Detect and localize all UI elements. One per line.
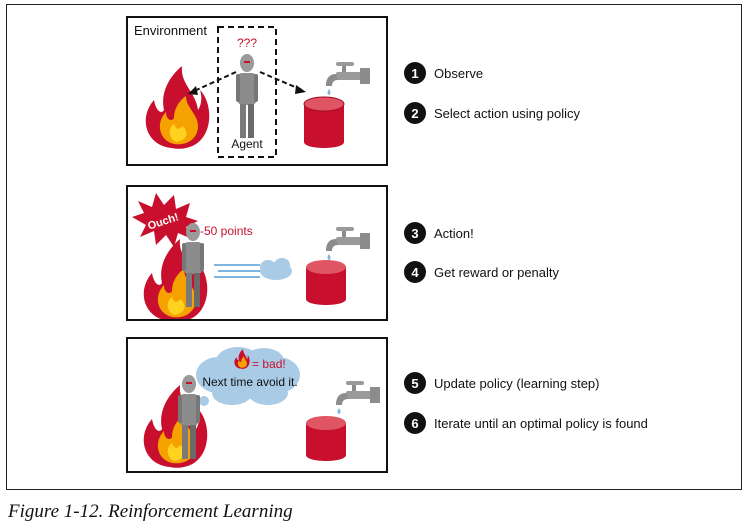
fire-icon bbox=[145, 66, 210, 149]
points-label: -50 points bbox=[200, 224, 253, 238]
panel-update-scene: = bad! Next time avoid it. bbox=[143, 347, 380, 468]
step-reward: 4 Get reward or penalty bbox=[404, 261, 559, 283]
figure-caption: Figure 1-12. Reinforcement Learning bbox=[8, 501, 293, 522]
agent-figure bbox=[182, 223, 204, 307]
agent-figure bbox=[178, 375, 200, 459]
faucet-icon bbox=[326, 227, 370, 260]
step-update-policy: 5 Update policy (learning step) bbox=[404, 372, 599, 394]
step-label: Get reward or penalty bbox=[434, 264, 560, 280]
thought-text: Next time avoid it. bbox=[202, 375, 297, 389]
step-iterate: 6 Iterate until an optimal policy is fou… bbox=[404, 412, 648, 434]
agent-figure bbox=[236, 54, 258, 138]
bucket-icon bbox=[306, 416, 346, 461]
bucket-icon bbox=[306, 260, 346, 305]
panel-action: Ouch! -50 points bbox=[126, 185, 388, 321]
thought-cloud bbox=[193, 347, 300, 412]
step-number: 3 bbox=[404, 222, 426, 244]
step-select-action: 2 Select action using policy bbox=[404, 102, 580, 124]
step-number: 4 bbox=[404, 261, 426, 283]
panel-update: = bad! Next time avoid it. bbox=[126, 337, 388, 473]
small-fire-icon bbox=[234, 349, 250, 369]
ouch-burst: Ouch! bbox=[132, 193, 198, 247]
panel-action-scene: Ouch! -50 points bbox=[132, 193, 370, 319]
step-label: Select action using policy bbox=[434, 105, 580, 121]
panel-observe: Environment ??? Agent bbox=[126, 16, 388, 166]
environment-label: Environment bbox=[134, 23, 207, 38]
step-number: 5 bbox=[404, 372, 426, 394]
figure-frame bbox=[6, 4, 742, 490]
step-label: Action! bbox=[434, 225, 474, 241]
question-marks: ??? bbox=[237, 36, 257, 50]
step-observe: 1 Observe bbox=[404, 62, 483, 84]
step-number: 1 bbox=[404, 62, 426, 84]
motion-lines bbox=[214, 264, 262, 278]
step-action: 3 Action! bbox=[404, 222, 474, 244]
step-number: 6 bbox=[404, 412, 426, 434]
agent-label: Agent bbox=[231, 137, 263, 151]
thought-bad-label: = bad! bbox=[252, 357, 286, 371]
panel-observe-scene: ??? Agent bbox=[145, 26, 370, 158]
bucket-icon bbox=[303, 96, 345, 148]
faucet-icon bbox=[336, 381, 380, 414]
faucet-icon bbox=[326, 62, 370, 95]
step-label: Iterate until an optimal policy is found bbox=[434, 415, 648, 431]
step-label: Update policy (learning step) bbox=[434, 375, 600, 391]
dust-cloud-icon bbox=[260, 258, 292, 280]
step-number: 2 bbox=[404, 102, 426, 124]
step-label: Observe bbox=[434, 65, 484, 81]
